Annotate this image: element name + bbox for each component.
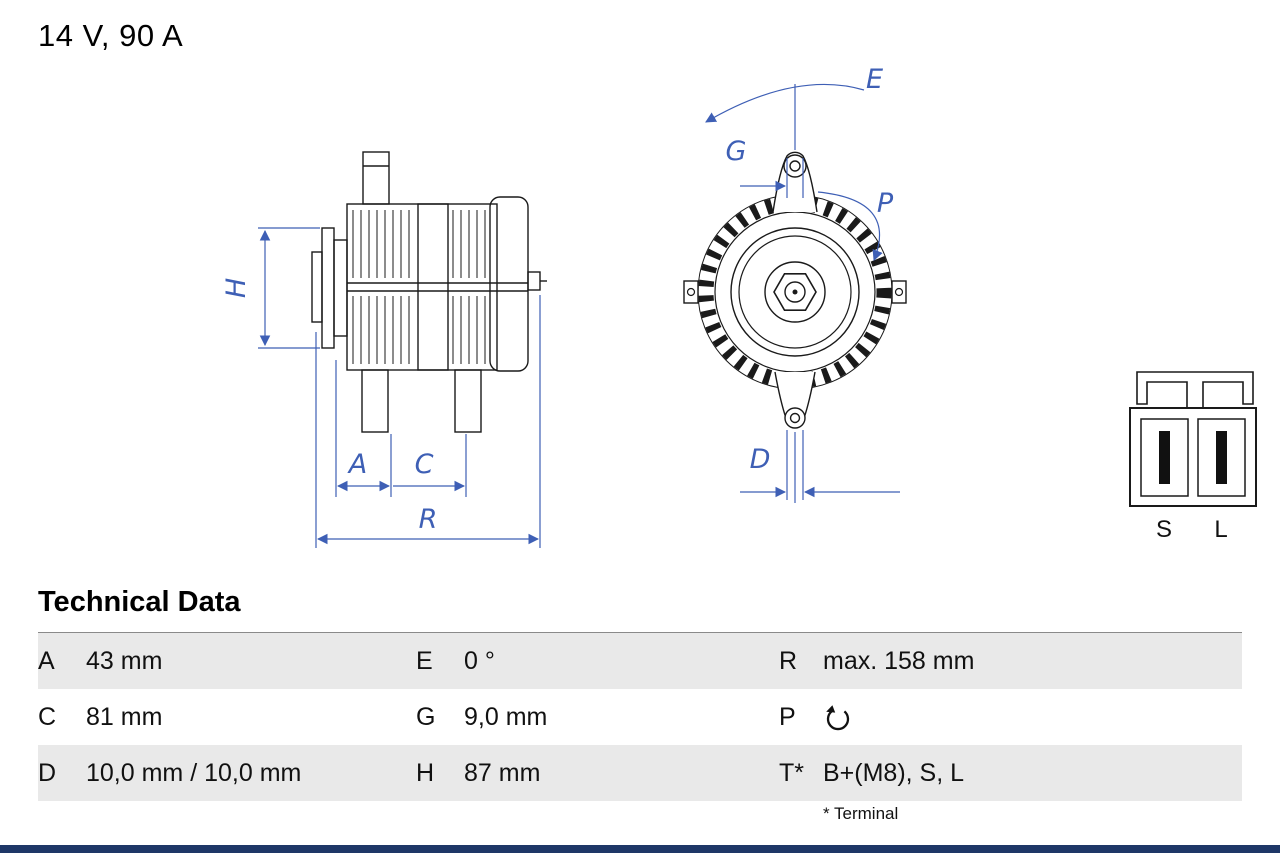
technical-data-table: A 43 mm E 0 ° R max. 158 mm C 81 mm G 9,… [38, 632, 1242, 801]
dim-label-d: D [750, 444, 771, 475]
connector-pin-s-label: S [1156, 516, 1172, 543]
spec-key-h: H [416, 758, 435, 787]
spec-key-d: D [38, 758, 57, 787]
dim-label-g: G [726, 136, 747, 167]
dim-label-c: C [415, 449, 434, 480]
dim-label-r: R [419, 504, 438, 535]
side-view-drawing [311, 151, 547, 433]
connector-pin-s [1159, 431, 1170, 484]
spec-key-p: P [779, 702, 796, 731]
dim-label-p: P [877, 188, 894, 219]
spec-key-t: T* [779, 758, 804, 787]
voltage-current-rating: 14 V, 90 A [38, 18, 184, 53]
spec-key-c: C [38, 702, 57, 731]
bottom-accent-bar [0, 845, 1280, 853]
spec-value-g: 9,0 mm [464, 702, 548, 731]
technical-drawing: H A C R [221, 64, 1257, 548]
spec-value-h: 87 mm [464, 758, 541, 787]
shaft-nut [764, 261, 826, 323]
spec-value-d: 10,0 mm / 10,0 mm [86, 758, 302, 787]
bottom-mounting-ear [774, 371, 816, 429]
top-mounting-ear [772, 151, 818, 213]
connector-drawing [1129, 371, 1257, 507]
spec-value-a: 43 mm [86, 646, 163, 675]
spec-key-e: E [416, 646, 433, 675]
spec-value-t: B+(M8), S, L [823, 758, 965, 787]
connector-bracket [1136, 371, 1254, 409]
connector-pin-l-label: L [1214, 516, 1227, 543]
table-row: A 43 mm E 0 ° R max. 158 mm [38, 633, 1242, 689]
spec-key-g: G [416, 702, 436, 731]
connector-cavity-l [1197, 418, 1246, 497]
dim-label-a: A [347, 449, 367, 480]
table-row: D 10,0 mm / 10,0 mm H 87 mm T* B+(M8), S… [38, 745, 1242, 801]
table-row: C 81 mm G 9,0 mm P [38, 689, 1242, 745]
spec-key-a: A [38, 646, 55, 675]
rotation-arrow [817, 191, 883, 262]
spec-value-c: 81 mm [86, 702, 163, 731]
front-view-dimensions [705, 83, 900, 503]
terminal-footnote: * Terminal [823, 804, 899, 823]
alternator-body [346, 151, 547, 433]
spec-value-r: max. 158 mm [823, 646, 975, 675]
spec-key-r: R [779, 646, 798, 675]
dim-label-e: E [866, 64, 883, 95]
connector-cavity-s [1140, 418, 1189, 497]
front-view-drawing [683, 151, 907, 429]
spec-value-e: 0 ° [464, 646, 495, 675]
side-tabs [683, 280, 907, 304]
side-view-dimensions [258, 227, 541, 548]
dim-label-h: H [221, 278, 252, 298]
connector-pin-l [1216, 431, 1227, 484]
technical-data-title: Technical Data [38, 586, 241, 618]
cooling-fins [352, 210, 486, 364]
spec-value-p [823, 702, 1242, 732]
rotation-direction-icon [826, 705, 850, 731]
pulley [311, 227, 348, 349]
connector-body [1129, 407, 1257, 507]
